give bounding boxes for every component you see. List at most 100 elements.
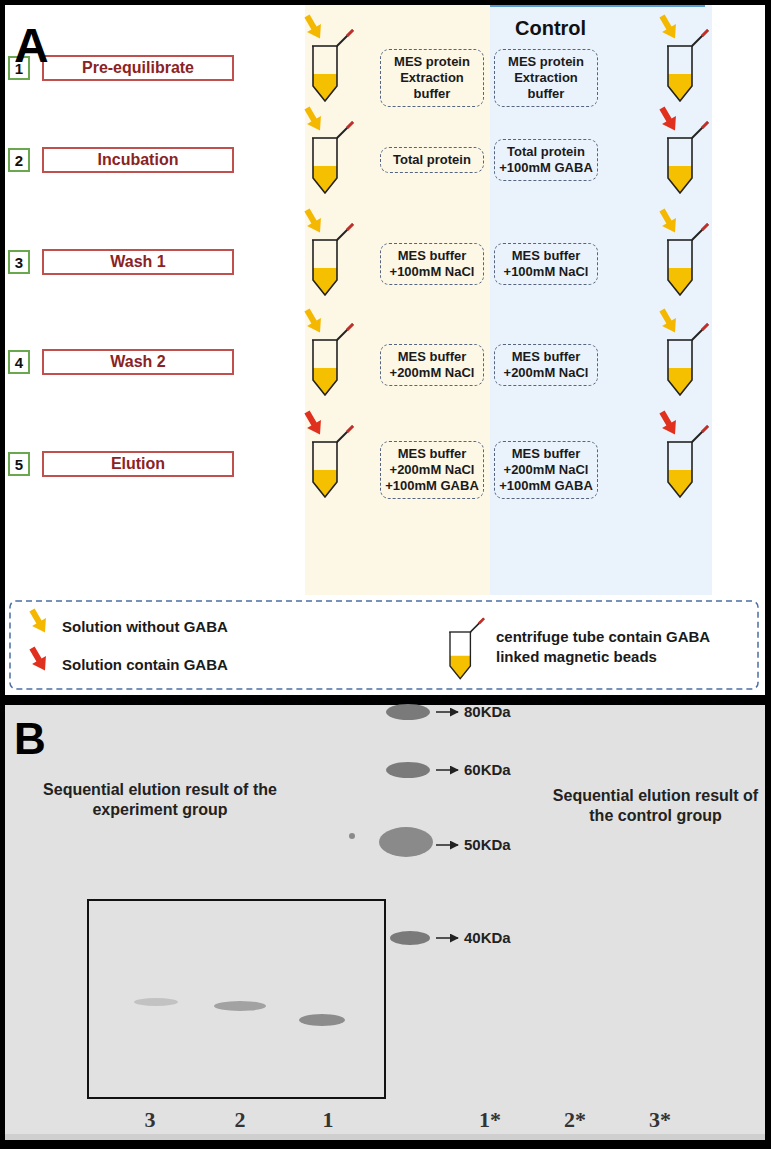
tube-icon [312,30,353,101]
experiment-band [305,5,490,595]
legend-tube [449,618,484,678]
buffer-box: Total protein [380,147,484,173]
marker-band [379,827,433,857]
tube-column-left [300,12,353,497]
red-arrow [655,104,682,135]
pointer-arrow [436,937,458,939]
node-text: MES buffer +200mM NaCl [385,349,479,382]
marker-size: 80KDa [464,703,511,722]
group-caption: Sequential elution result of the control… [548,786,763,826]
node-text: MES buffer +200mM NaCl +100mM GABA [385,446,479,495]
yellow-arrow [300,206,327,237]
red-arrow [300,408,327,439]
gel-bottom-edge [5,1134,765,1140]
pointer-arrow [436,844,458,846]
node-text: 3 [15,254,23,271]
lane-number: 2* [564,1106,586,1134]
sample-band [299,1014,345,1026]
marker-band [386,762,430,778]
yellow-arrow [300,306,327,337]
node-text: MES buffer +200mM NaCl [499,349,593,382]
yellow-arrow [300,104,327,135]
step-number: 4 [8,350,30,374]
node-text: MES buffer +100mM NaCl [385,248,479,281]
tube-icon [312,224,353,295]
legend-red-arrow [25,644,52,675]
step-name-box: Wash 2 [42,349,234,375]
pointer-arrow [436,769,458,771]
lane-box [88,900,385,1098]
buffer-box: MES buffer +200mM NaCl [494,344,598,387]
panel-letter: B [14,711,46,766]
node-text: 5 [15,456,23,473]
control-band-fill [490,5,712,595]
node-text: Elution [48,455,228,473]
marker-size: 50KDa [464,836,511,855]
sample-band [214,1001,266,1011]
tube-icon [667,324,708,395]
group-caption: Sequential elution result of the experim… [40,780,280,820]
tube-icon [667,30,708,101]
tube-icon [667,426,708,497]
node-text: MES protein Extraction buffer [499,54,593,103]
pointer-arrow [436,711,458,713]
tube-icon [667,122,708,193]
buffer-box: Total protein +100mM GABA [494,139,598,182]
step-number: 2 [8,148,30,172]
tube-icon [312,324,353,395]
buffer-box: MES buffer +200mM NaCl [380,344,484,387]
gel-ground [5,705,765,1140]
node-text: Pre-equilibrate [48,59,228,77]
node-text: 4 [15,354,23,371]
buffer-box: MES buffer +100mM NaCl [494,243,598,286]
lane-number: 3* [649,1106,671,1134]
sample-band [134,998,178,1006]
buffer-box: MES buffer +100mM NaCl [380,243,484,286]
node-text: Incubation [48,151,228,169]
marker-size: 60KDa [464,761,511,780]
tube-icon [312,122,353,193]
marker-band [390,931,430,945]
panel-letter: A [14,16,49,76]
legend-text: Solution without GABA [62,617,362,637]
node-text: MES buffer +100mM NaCl [499,248,593,281]
control-band: ControlMES protein Extraction bufferTota… [490,5,712,595]
step-number: 5 [8,452,30,476]
step-name-box: Incubation [42,147,234,173]
legend-yellow-arrow [25,606,52,637]
node-text: Wash 1 [48,253,228,271]
lane-number: 3 [145,1106,156,1134]
marker-band [386,704,430,720]
node-text: 2 [15,152,23,169]
yellow-arrow [655,12,682,43]
lane-number: 2 [235,1106,246,1134]
buffer-box: MES protein Extraction buffer [380,49,484,108]
tube-icon [312,426,353,497]
buffer-box: MES buffer +200mM NaCl +100mM GABA [380,441,484,500]
legend-text: Solution contain GABA [62,655,362,675]
legend-text: centrifuge tube contain GABA linked magn… [496,627,746,668]
band-top-line [490,5,705,7]
tube-icon [667,224,708,295]
lane-number: 1* [479,1106,501,1134]
panel-a-ground [5,5,765,695]
yellow-arrow [300,12,327,43]
yellow-arrow [655,306,682,337]
lane-number: 1 [323,1106,334,1134]
buffer-box: MES protein Extraction buffer [494,49,598,108]
node-text: Wash 2 [48,353,228,371]
tube-column-right [655,12,708,497]
marker-size: 40KDa [464,929,511,948]
node-text: Control [490,5,712,40]
red-arrow [655,408,682,439]
step-name-box: Wash 1 [42,249,234,275]
node-text: MES buffer +200mM NaCl +100mM GABA [499,446,593,495]
buffer-box: MES buffer +200mM NaCl +100mM GABA [494,441,598,500]
node-text: Total protein +100mM GABA [499,144,593,177]
step-number: 3 [8,250,30,274]
node-text: Total protein [385,152,479,168]
step-name-box: Elution [42,451,234,477]
gel-spot [349,833,355,839]
